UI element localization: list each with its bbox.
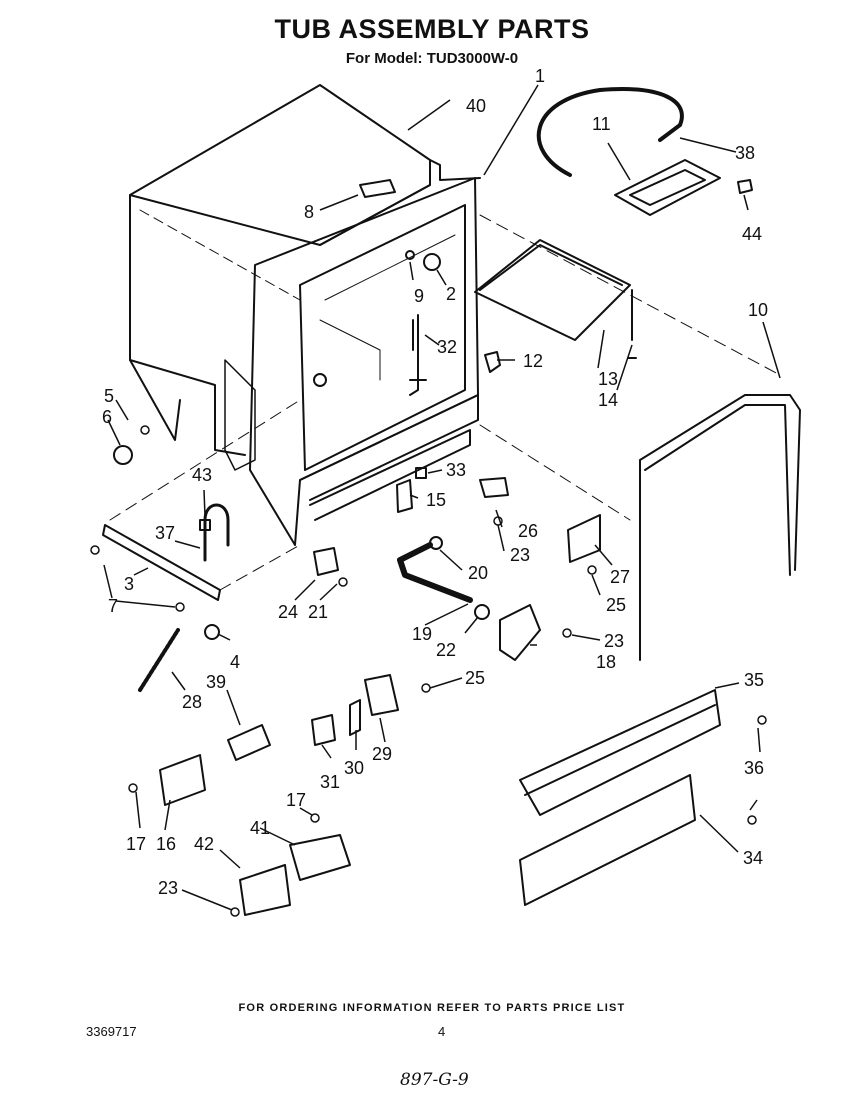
grille-part-11	[614, 159, 721, 216]
tub-shell-part-40	[129, 84, 481, 456]
callout-17a: 17	[126, 834, 146, 854]
callout-11: 11	[592, 114, 611, 134]
bracket-part-42	[239, 864, 291, 916]
callout-7: 7	[108, 596, 118, 616]
clip-part-12	[484, 351, 501, 373]
callout-13: 13	[598, 369, 618, 389]
leveler-part-4	[204, 624, 220, 640]
heating-element-part-13	[474, 239, 631, 341]
callout-leaders	[103, 84, 781, 911]
callout-43: 43	[192, 465, 212, 485]
spring-part-28	[138, 628, 180, 692]
callout-5: 5	[104, 386, 114, 406]
callout-24: 24	[278, 602, 298, 622]
callout-23b: 23	[604, 631, 624, 651]
callout-32: 32	[437, 337, 457, 357]
panel-part-34	[519, 774, 696, 906]
callout-25a: 25	[606, 595, 626, 615]
clip-part-8	[359, 179, 396, 198]
callout-18: 18	[596, 652, 616, 672]
cover-part-31	[311, 714, 336, 746]
callout-17b: 17	[286, 790, 306, 810]
callout-31: 31	[320, 772, 340, 792]
callout-15: 15	[426, 490, 446, 510]
callout-9: 9	[414, 286, 424, 306]
callout-42: 42	[194, 834, 214, 854]
callout-26: 26	[518, 521, 538, 541]
gasket-part-20	[429, 536, 443, 550]
callout-19: 19	[412, 624, 432, 644]
switch-part-39	[227, 724, 271, 761]
bracket-part-16	[159, 754, 206, 806]
callout-41: 41	[250, 818, 270, 838]
callout-4: 4	[230, 652, 240, 672]
float-part-15	[396, 479, 413, 513]
callout-22: 22	[436, 640, 456, 660]
hose-part-37	[203, 503, 230, 562]
bracket-part-41	[289, 834, 351, 881]
ordering-note: FOR ORDERING INFORMATION REFER TO PARTS …	[238, 1002, 626, 1014]
clamp-part-43	[199, 519, 211, 531]
callout-8: 8	[304, 202, 314, 222]
hose-part-38	[536, 87, 684, 177]
bracket-part-27	[567, 514, 601, 563]
panel-part-35	[519, 689, 721, 816]
callout-3: 3	[124, 574, 134, 594]
document-number: 3369717	[86, 1024, 137, 1039]
callout-40: 40	[466, 96, 486, 116]
callout-16: 16	[156, 834, 176, 854]
callout-10: 10	[748, 300, 768, 320]
callout-labels: 1 2 3 4 5 6 7 8 9 10 11 12 13 14 15 16 1…	[102, 66, 768, 898]
callout-35: 35	[744, 670, 764, 690]
callout-6: 6	[102, 407, 112, 427]
valve-part-29	[364, 674, 399, 716]
page-title: TUB ASSEMBLY PARTS	[274, 14, 590, 44]
callout-23a: 23	[510, 545, 530, 565]
fastener-part-9	[405, 250, 415, 260]
callout-14: 14	[598, 390, 618, 410]
ring-part-22	[474, 604, 490, 620]
callout-12: 12	[523, 351, 543, 371]
tub-frame-part-1	[224, 177, 479, 546]
element-terminal-part-14	[627, 289, 637, 359]
tower-part-32	[409, 314, 427, 396]
callout-37: 37	[155, 523, 175, 543]
page-number: 4	[438, 1024, 446, 1039]
diagram-artwork	[90, 84, 801, 917]
nut-part-2	[423, 253, 441, 271]
callout-21: 21	[308, 602, 328, 622]
callout-39: 39	[206, 672, 226, 692]
door-gasket-part-10	[639, 394, 801, 661]
bracket-part-26	[479, 477, 509, 498]
handwritten-note: 897-G-9	[400, 1070, 469, 1090]
callout-44: 44	[742, 224, 762, 244]
callout-34: 34	[743, 848, 763, 868]
callout-29: 29	[372, 744, 392, 764]
callout-20: 20	[468, 563, 488, 583]
bracket-part-3	[102, 524, 221, 601]
callout-27: 27	[610, 567, 630, 587]
model-subtitle: For Model: TUD3000W-0	[345, 50, 519, 67]
pump-part-18	[499, 604, 541, 661]
callout-23c: 23	[158, 878, 178, 898]
callout-33: 33	[446, 460, 466, 480]
fastener-part-33	[415, 467, 427, 479]
hose-part-19	[397, 542, 473, 603]
callout-28: 28	[182, 692, 202, 712]
switch-part-24	[313, 547, 339, 576]
cap-part-44	[737, 179, 753, 194]
callout-2: 2	[446, 284, 456, 304]
wheel-part-6	[113, 445, 133, 465]
dashed-tub-outline	[109, 214, 781, 591]
callout-1: 1	[535, 66, 545, 86]
callout-30: 30	[344, 758, 364, 778]
callout-25b: 25	[465, 668, 485, 688]
screws	[90, 425, 767, 917]
callout-36: 36	[744, 758, 764, 778]
bracket-part-30	[349, 699, 361, 736]
callout-38: 38	[735, 143, 755, 163]
